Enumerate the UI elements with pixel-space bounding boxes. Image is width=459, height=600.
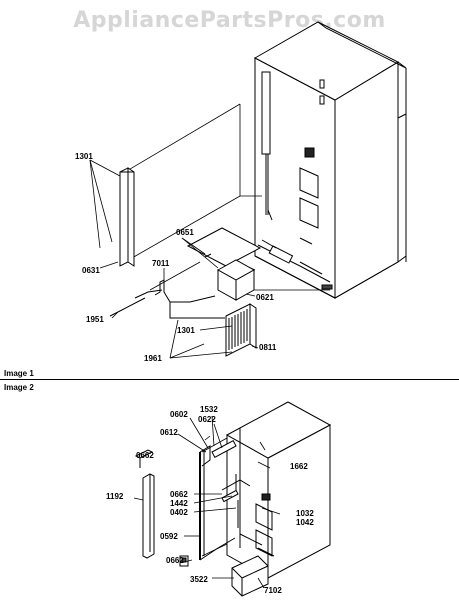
callout-3522: 3522	[190, 575, 208, 584]
tubing-7011	[109, 279, 225, 319]
callout-1961: 1961	[144, 354, 162, 363]
callout-1532: 1532	[200, 405, 218, 414]
callout-0592: 0592	[160, 532, 178, 541]
caption-image2: Image 2	[4, 383, 34, 392]
grille-0811	[225, 303, 257, 357]
callout-0622: 0622	[198, 415, 216, 424]
panel-0631	[119, 167, 135, 267]
callout-0662-a: 0662	[136, 451, 154, 460]
callout-7011: 7011	[152, 259, 170, 268]
callout-1442: 1442	[170, 499, 188, 508]
callout-7102: 7102	[264, 586, 282, 595]
callout-1662: 1662	[290, 462, 308, 471]
callout-0612: 0612	[160, 428, 178, 437]
divider	[0, 379, 459, 380]
leaders-image2	[133, 415, 281, 589]
callout-0602: 0602	[170, 410, 188, 419]
watermark: AppliancePartsPros.com	[73, 8, 386, 33]
clip-0662-top	[134, 449, 154, 468]
bracket-7102	[231, 555, 269, 597]
caption-image1: Image 1	[4, 369, 34, 378]
callout-0621: 0621	[256, 293, 274, 302]
callout-1951: 1951	[86, 315, 104, 324]
box-0621	[216, 259, 256, 301]
leaders-image1	[89, 159, 259, 359]
callout-1301-b: 1301	[177, 326, 195, 335]
cover-1192	[142, 473, 155, 559]
callout-1192: 1192	[106, 492, 124, 501]
callout-0402: 0402	[170, 508, 188, 517]
callout-0811: 0811	[259, 343, 277, 352]
board-0651	[186, 227, 262, 267]
refrigerator-cabinet-image2	[225, 401, 332, 579]
callout-0662-b: 0662	[170, 490, 188, 499]
wire-assembly	[199, 440, 251, 561]
callout-0631: 0631	[82, 266, 100, 275]
callout-1032: 1032	[296, 509, 314, 518]
callout-0651: 0651	[176, 228, 194, 237]
refrigerator-cabinet	[253, 21, 407, 299]
callout-0662-c: 0662	[166, 556, 184, 565]
callout-1301-a: 1301	[75, 152, 93, 161]
callout-1042: 1042	[296, 518, 314, 527]
